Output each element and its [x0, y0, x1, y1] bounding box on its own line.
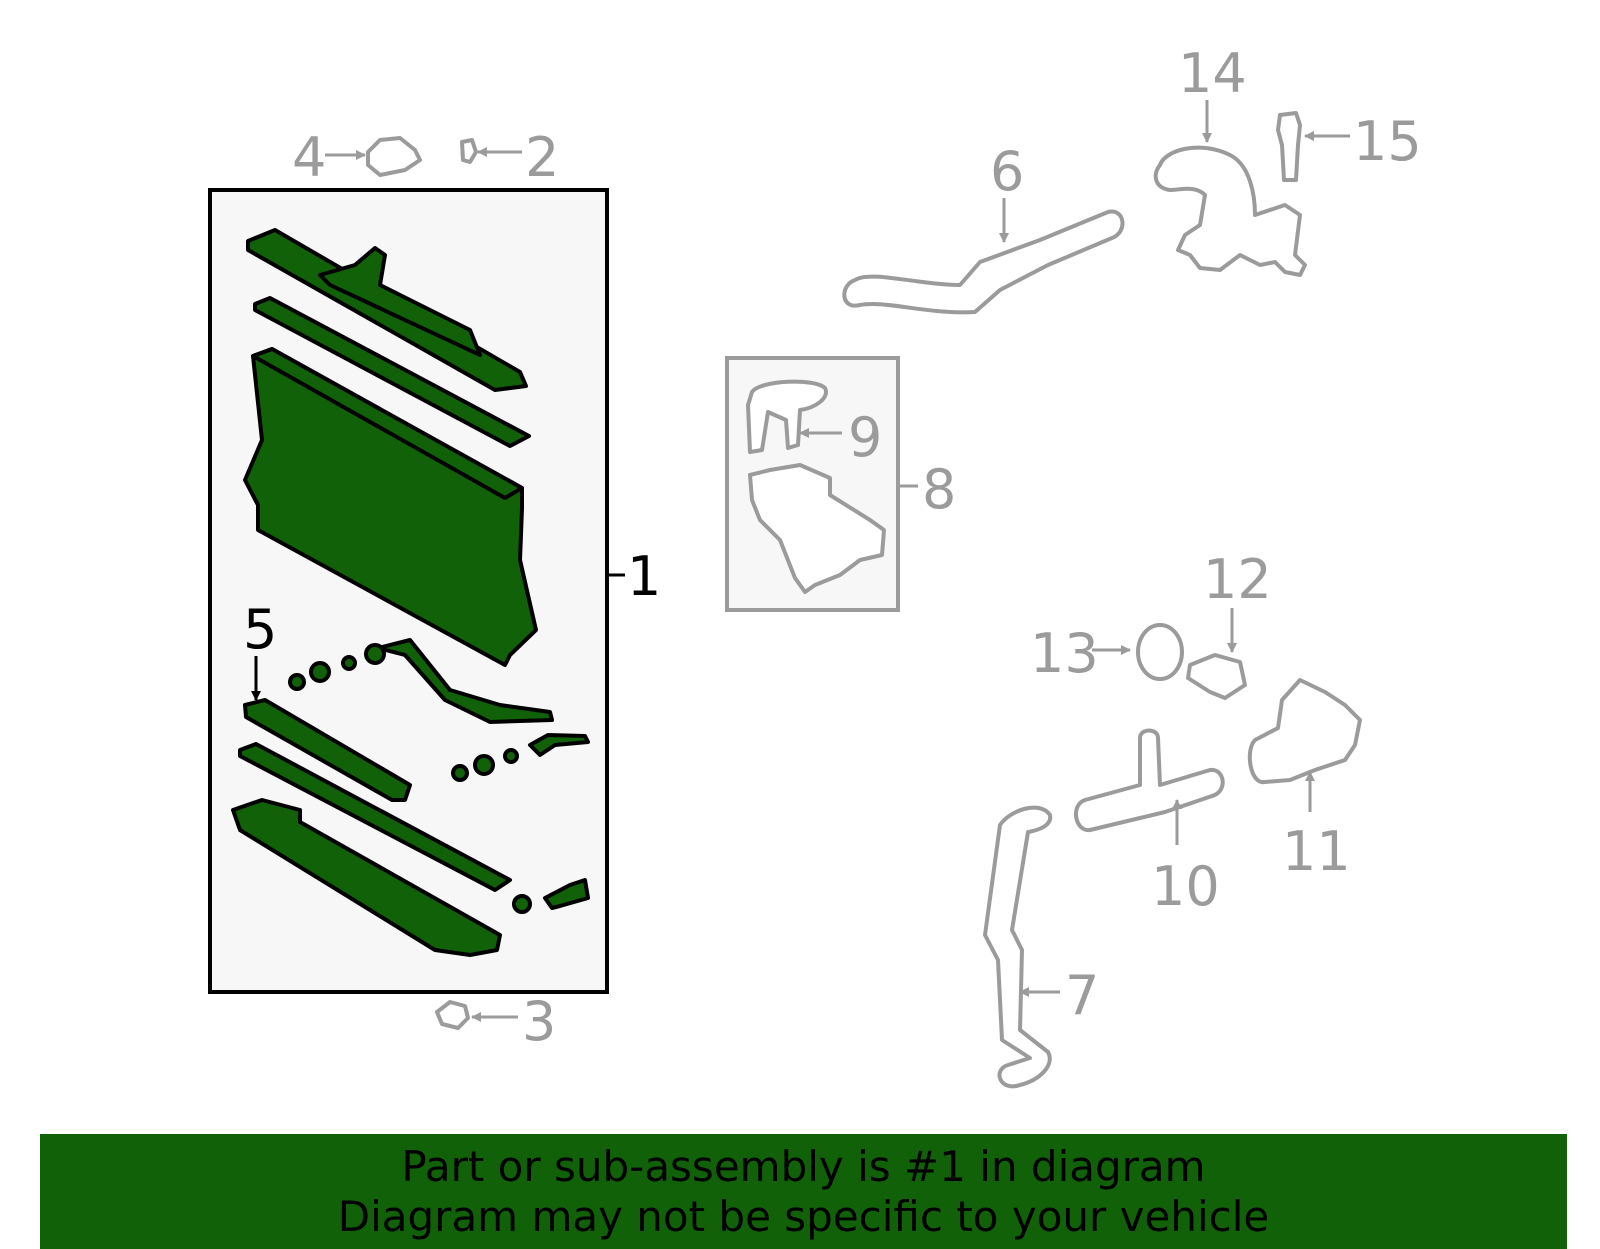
gasket-part-13[interactable]: [1136, 623, 1184, 681]
callout-7[interactable]: 7: [1065, 964, 1099, 1027]
core-top-tank: [251, 347, 524, 500]
callout-13[interactable]: 13: [1030, 622, 1099, 685]
lower-hose-part[interactable]: [376, 638, 554, 724]
oring-f[interactable]: [473, 754, 495, 776]
upper-seal-part[interactable]: [253, 296, 531, 448]
callout-3[interactable]: 3: [522, 990, 556, 1053]
grommet-c[interactable]: [341, 655, 357, 671]
reservoir-tank-part[interactable]: [748, 463, 886, 594]
callout-11[interactable]: 11: [1282, 820, 1351, 883]
thermostat-part-12[interactable]: [1186, 653, 1247, 700]
disclaimer-banner: Part or sub-assembly is #1 in diagram Di…: [40, 1134, 1567, 1249]
upper-hose-part-6[interactable]: [842, 209, 1125, 315]
callout-2[interactable]: 2: [525, 126, 559, 189]
water-inlet-part-11[interactable]: [1247, 678, 1362, 785]
reservoir-cap-part-9[interactable]: [746, 379, 828, 454]
grommet-d[interactable]: [364, 643, 386, 665]
callout-9[interactable]: 9: [848, 406, 882, 469]
grommet-b[interactable]: [309, 661, 331, 683]
drain-cock-part[interactable]: [543, 878, 590, 910]
upper-support-bracket: [318, 246, 482, 357]
oring-g[interactable]: [503, 748, 519, 764]
banner-line-1: Part or sub-assembly is #1 in diagram: [401, 1142, 1206, 1191]
water-outlet-part-14[interactable]: [1153, 145, 1307, 277]
lower-seal-part[interactable]: [238, 742, 512, 892]
callout-6[interactable]: 6: [990, 140, 1024, 203]
clip-part-2[interactable]: [460, 138, 478, 164]
callout-4[interactable]: 4: [292, 126, 326, 189]
lower-support-part[interactable]: [231, 798, 502, 957]
radiator-cap-part[interactable]: [366, 136, 422, 177]
water-pipe-part-10[interactable]: [1074, 728, 1225, 832]
callout-15[interactable]: 15: [1353, 110, 1422, 173]
grommet-a[interactable]: [288, 673, 306, 691]
bolt-part-15[interactable]: [1276, 111, 1302, 182]
lower-hose-part-7[interactable]: [983, 805, 1053, 1089]
callout-12[interactable]: 12: [1203, 548, 1272, 611]
drain-oring[interactable]: [512, 894, 532, 914]
callout-5[interactable]: 5: [243, 598, 277, 661]
callout-10[interactable]: 10: [1151, 855, 1220, 918]
side-tank-part-5[interactable]: [243, 698, 412, 802]
callout-14[interactable]: 14: [1178, 42, 1247, 105]
callout-1[interactable]: 1: [627, 545, 661, 608]
radiator-assembly-group[interactable]: [208, 188, 609, 994]
banner-line-2: Diagram may not be specific to your vehi…: [337, 1192, 1270, 1241]
callout-8[interactable]: 8: [922, 458, 956, 521]
oring-e[interactable]: [451, 764, 469, 782]
clip-part-3[interactable]: [435, 1000, 470, 1030]
outlet-pipe-part[interactable]: [528, 733, 590, 757]
